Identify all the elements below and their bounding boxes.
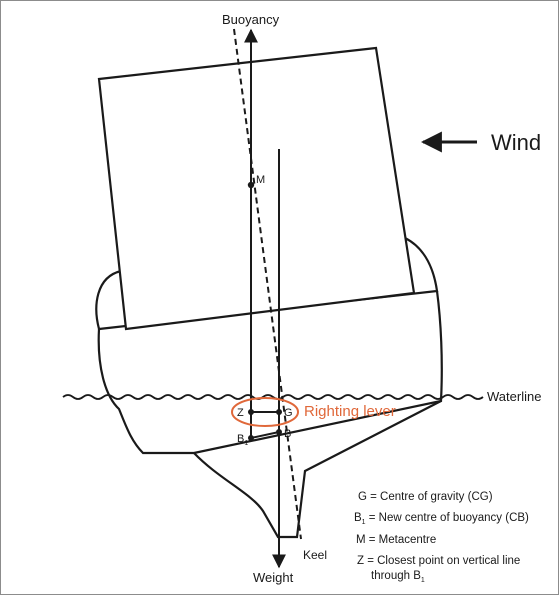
legend-b1: B1 = New centre of buoyancy (CB): [354, 512, 529, 526]
b-label: B: [284, 428, 291, 440]
b1-b-segment: [250, 431, 280, 439]
legend-m: M = Metacentre: [356, 534, 436, 546]
legend-z-line2: through B1: [371, 570, 425, 584]
righting-lever-label: Righting lever: [304, 403, 396, 420]
legend-g: G = Centre of gravity (CG): [358, 491, 493, 503]
keel-outline: [193, 400, 442, 539]
cabin-outline: [97, 46, 416, 331]
g-point: [276, 409, 282, 415]
z-label: Z: [237, 407, 244, 419]
hull-lower-outline: [97, 290, 443, 455]
legend-z-line1: Z = Closest point on vertical line: [357, 555, 520, 567]
buoyancy-label: Buoyancy: [222, 12, 280, 27]
b1-point: [248, 435, 254, 441]
waterline: [62, 394, 484, 400]
righting-lever-highlight: [231, 397, 299, 427]
waterline-label: Waterline: [487, 389, 541, 404]
g-label: G: [284, 407, 293, 419]
metacentre-label: M: [256, 174, 265, 186]
metacentre-point: [247, 181, 255, 189]
weight-label: Weight: [253, 570, 294, 585]
centerline-dashed: [233, 28, 302, 540]
keel-label: Keel: [303, 548, 327, 562]
z-point: [248, 409, 254, 415]
b-point: [276, 429, 282, 435]
wind-label: Wind: [491, 130, 541, 155]
b1-label: B1: [237, 433, 248, 447]
legend: G = Centre of gravity (CG) B1 = New cent…: [354, 491, 529, 584]
